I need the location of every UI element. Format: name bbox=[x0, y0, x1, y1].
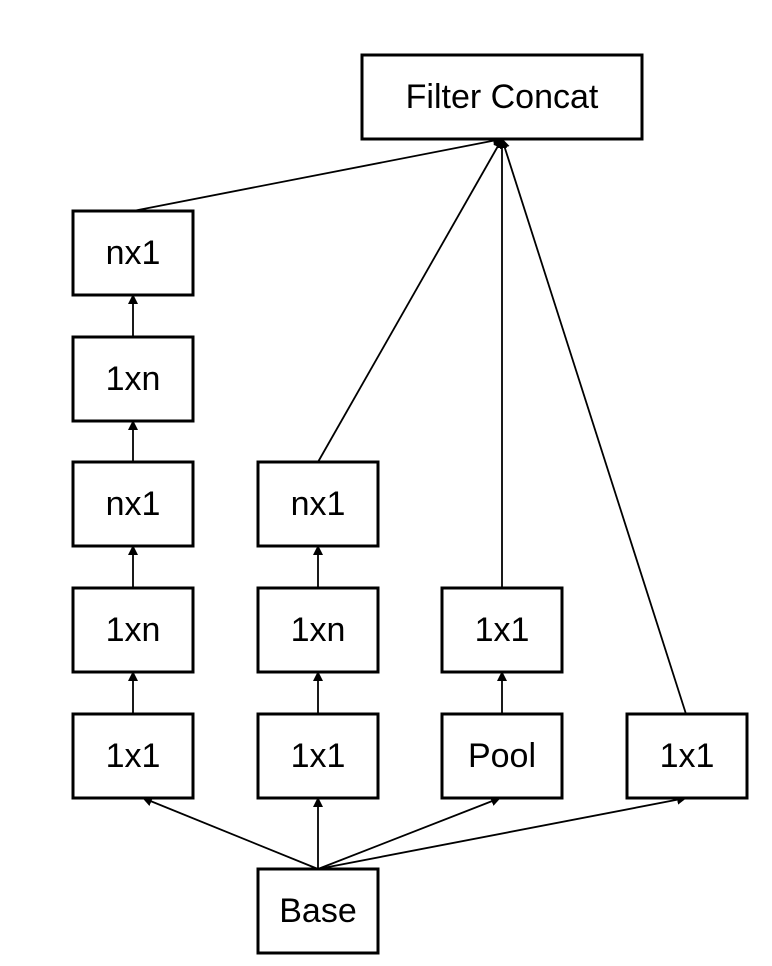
branch1-1x1-node: 1x1 bbox=[71, 712, 195, 800]
branch2-nx1-node: nx1 bbox=[256, 460, 380, 548]
edge-base-to-b3_pool bbox=[317, 796, 501, 870]
branch1-1xn-bottom-label: 1xn bbox=[106, 611, 161, 649]
edge-b2_nx1-to-filter_concat bbox=[317, 138, 503, 463]
branch1-1x1-label: 1x1 bbox=[106, 737, 161, 775]
branch2-1x1-label: 1x1 bbox=[291, 737, 346, 775]
branch3-1x1-node: 1x1 bbox=[440, 586, 564, 674]
branch3-pool-label: Pool bbox=[468, 737, 536, 775]
branch1-nx1-top-node: nx1 bbox=[71, 209, 195, 297]
filter-concat-label: Filter Concat bbox=[406, 78, 599, 116]
edges-layer bbox=[128, 135, 687, 870]
base-node: Base bbox=[256, 867, 380, 955]
branch1-1xn-bottom-node: 1xn bbox=[71, 586, 195, 674]
branch1-1xn-top-label: 1xn bbox=[106, 360, 161, 398]
branch4-1x1-label: 1x1 bbox=[660, 737, 715, 775]
branch2-1xn-node: 1xn bbox=[256, 586, 380, 674]
branch3-pool-node: Pool bbox=[440, 712, 564, 800]
base-label: Base bbox=[279, 892, 357, 930]
branch1-nx1-top-label: nx1 bbox=[106, 234, 161, 272]
branch2-1x1-node: 1x1 bbox=[256, 712, 380, 800]
branch4-1x1-node: 1x1 bbox=[625, 712, 749, 800]
edge-b4_1x1-to-filter_concat bbox=[499, 138, 687, 715]
branch1-1xn-top-node: 1xn bbox=[71, 335, 195, 423]
filter-concat-node: Filter Concat bbox=[360, 53, 644, 141]
branch2-nx1-label: nx1 bbox=[291, 485, 346, 523]
edge-b1_nx1_b-to-filter_concat bbox=[132, 135, 503, 212]
branch3-1x1-label: 1x1 bbox=[475, 611, 530, 649]
branch1-nx1-bottom-label: nx1 bbox=[106, 485, 161, 523]
edge-base-to-b1_1x1 bbox=[142, 796, 319, 870]
branch2-1xn-label: 1xn bbox=[291, 611, 346, 649]
edge-base-to-b4_1x1 bbox=[317, 794, 687, 870]
branch1-nx1-bottom-node: nx1 bbox=[71, 460, 195, 548]
